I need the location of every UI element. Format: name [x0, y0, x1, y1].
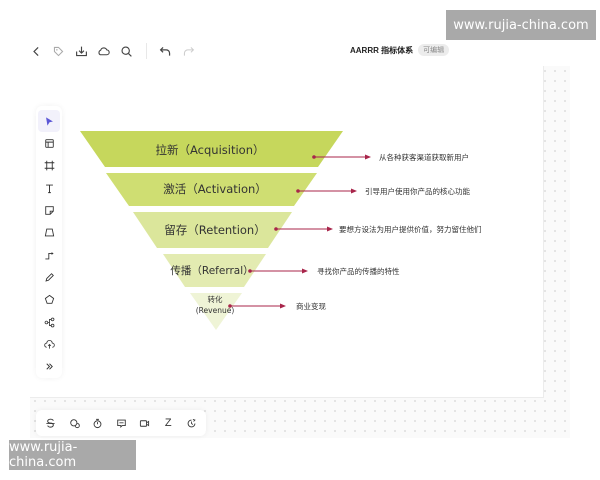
polygon-tool[interactable] [38, 289, 60, 311]
toolbar-divider [145, 43, 147, 59]
desc-referral[interactable]: 寻找你产品的传播的特性 [317, 267, 400, 276]
upload-icon [43, 339, 55, 349]
funnel-label-acquisition[interactable]: 拉新（Acquisition） [155, 143, 265, 157]
connector-icon [44, 251, 54, 260]
frame-layout-icon [44, 139, 54, 148]
revenue-line-2: (Revenue) [195, 306, 235, 315]
redo-icon[interactable] [177, 40, 199, 62]
desc-acquisition[interactable]: 从各种获客渠道获取新用户 [379, 153, 469, 162]
mindmap-tool[interactable] [38, 311, 60, 333]
comment-icon[interactable] [63, 412, 87, 434]
desc-retention[interactable]: 要想方设法为用户提供价值，努力留住他们 [339, 225, 482, 234]
frame-layout-tool[interactable] [38, 132, 60, 154]
document-title-text: AARRR 指标体系 [350, 45, 414, 55]
strikethrough-icon[interactable] [39, 412, 63, 434]
back-icon[interactable] [25, 40, 47, 62]
upload-tool[interactable] [38, 333, 60, 355]
undo-icon[interactable] [155, 40, 177, 62]
crop-frame-icon [44, 161, 54, 171]
tag-icon[interactable] [48, 40, 70, 62]
cloud-icon[interactable] [93, 40, 115, 62]
polygon-icon [44, 295, 54, 305]
watermark-top: www.rujia-china.com [446, 10, 596, 40]
funnel-label-activation[interactable]: 激活（Activation） [163, 182, 267, 196]
text-icon [45, 184, 53, 193]
more-icon [45, 363, 53, 370]
shape-icon [44, 228, 54, 237]
crop-frame-tool[interactable] [38, 155, 60, 177]
top-toolbar [25, 38, 565, 64]
left-toolbar [36, 106, 62, 378]
search-icon[interactable] [115, 40, 137, 62]
funnel-label-referral[interactable]: 传播（Referral） [170, 265, 254, 277]
select-tool[interactable] [38, 110, 60, 133]
timer-icon[interactable] [86, 412, 110, 434]
sticky-note-icon [44, 206, 54, 215]
connector-tool[interactable] [38, 244, 60, 266]
revenue-line-1: 转化 [207, 295, 223, 304]
mindmap-icon [44, 317, 54, 327]
download-icon[interactable] [70, 40, 92, 62]
select-icon [45, 117, 53, 126]
chat-icon[interactable] [110, 412, 134, 434]
funnel-label-revenue[interactable]: 转化 (Revenue) [190, 294, 240, 316]
more-tools[interactable] [38, 356, 60, 378]
desc-activation[interactable]: 引导用户使用你产品的核心功能 [365, 187, 470, 196]
sticky-note-tool[interactable] [38, 199, 60, 221]
editable-badge: 可编辑 [418, 44, 450, 56]
pen-icon [44, 273, 54, 282]
z-icon[interactable]: Z [164, 417, 172, 429]
video-icon[interactable] [133, 412, 157, 434]
shape-tool[interactable] [38, 222, 60, 244]
desc-revenue[interactable]: 商业变现 [296, 302, 326, 311]
watermark-bottom: www.rujia-china.com [9, 440, 136, 470]
funnel-label-retention[interactable]: 留存（Retention） [164, 223, 266, 237]
text-tool[interactable] [38, 177, 60, 199]
clock-icon[interactable] [180, 412, 204, 434]
bottom-toolbar: Z [36, 410, 206, 436]
document-title: AARRR 指标体系 可编辑 [350, 44, 450, 56]
pen-tool[interactable] [38, 266, 60, 288]
